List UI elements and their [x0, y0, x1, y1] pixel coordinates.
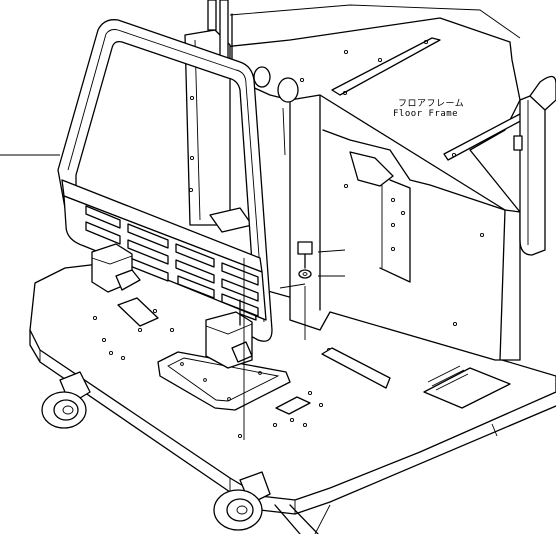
pedal-opening — [157, 351, 291, 411]
rear-rail — [331, 37, 441, 96]
floor-slot-left — [117, 297, 159, 327]
floor-frame-label-en: Floor Frame — [393, 109, 459, 119]
wheel-right — [213, 471, 331, 534]
grille-slots — [85, 205, 259, 317]
floor-panel-right — [423, 367, 511, 409]
leader-bolt — [317, 249, 346, 253]
leader-frame — [282, 107, 286, 156]
right-post — [513, 75, 556, 256]
bolt-assembly — [243, 107, 346, 440]
floor-frame — [194, 4, 527, 361]
step-guard — [57, 19, 273, 369]
left-post — [184, 0, 299, 233]
floor-slot-center — [275, 396, 311, 415]
floor-rail — [321, 347, 391, 389]
floor-frame-label-jp: フロアフレーム — [398, 99, 465, 109]
wheel-left — [41, 371, 91, 429]
vertical-pipe — [207, 0, 217, 31]
floor-plate — [29, 257, 556, 515]
frame-cutout — [349, 151, 394, 187]
